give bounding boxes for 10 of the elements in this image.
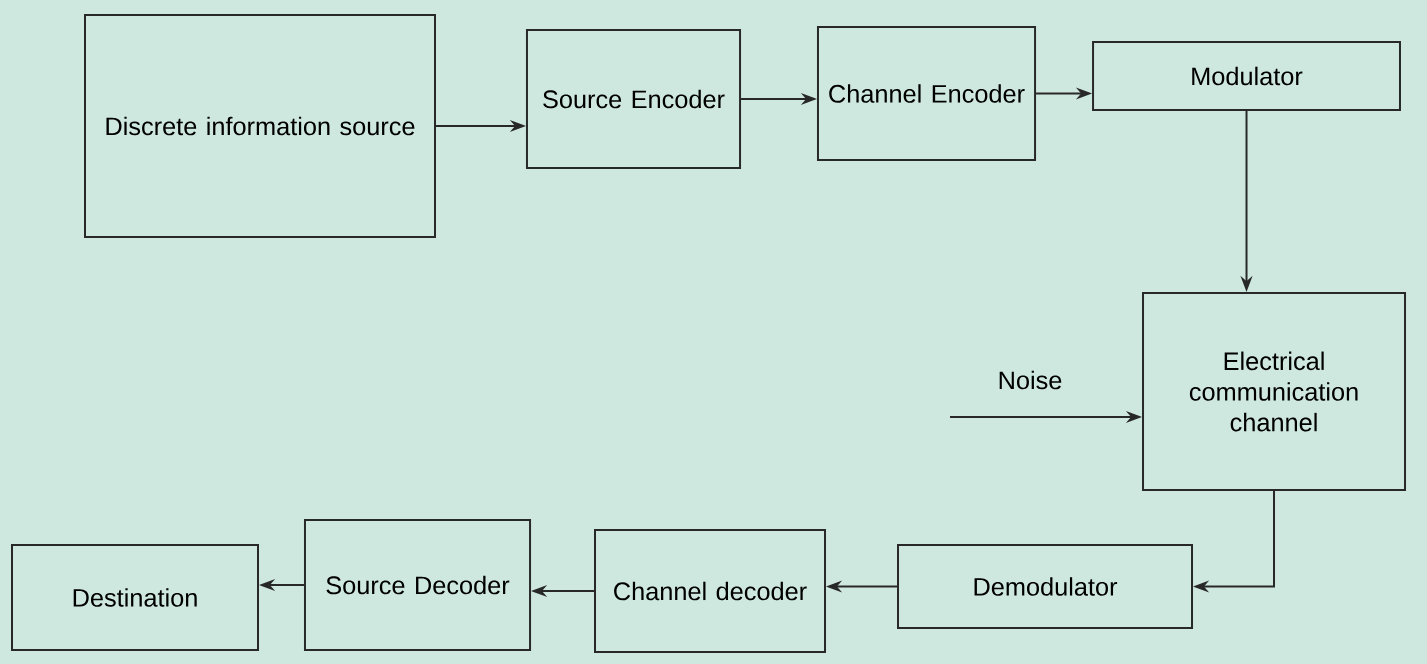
process-box: Modulator <box>1092 41 1401 111</box>
process-box: Source Encoder <box>526 29 742 169</box>
process-box: Source Decoder <box>303 519 532 651</box>
process-box: Channel Encoder <box>817 25 1037 162</box>
process-box: Discrete information source <box>84 14 436 238</box>
process-box: Channel decoder <box>594 529 826 653</box>
process-box: Demodulator <box>897 544 1193 629</box>
process-box: Destination <box>11 543 259 652</box>
process-box: Electrical communication channel <box>1142 291 1406 492</box>
edge-label: Noise <box>999 370 1062 390</box>
